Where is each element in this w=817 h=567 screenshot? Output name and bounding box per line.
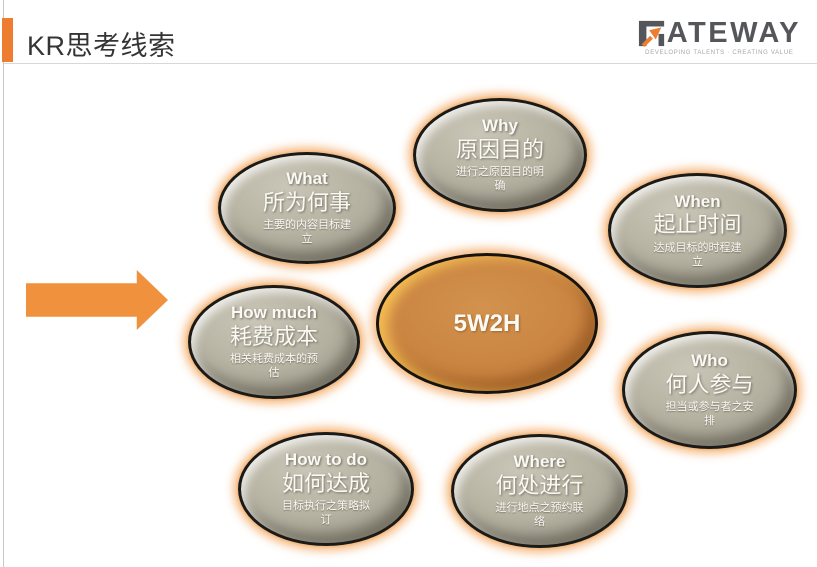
bubble-subtitle: 如何达成 [281, 470, 370, 496]
gateway-wordmark: ATEWAY [638, 17, 801, 49]
bubble-what: What 所为何事 主要的内容目标建立 [218, 152, 396, 264]
bubble-description: 达成目标的时程建立 [653, 241, 742, 268]
bubble-title: How much [231, 303, 317, 323]
bubble-subtitle: 原因目的 [455, 136, 544, 162]
bubble-subtitle: 何人参与 [665, 371, 754, 397]
bubble-description: 主要的内容目标建立 [263, 219, 351, 246]
bubble-subtitle: 耗费成本 [229, 323, 318, 349]
gateway-wordmark-text: ATEWAY [666, 17, 801, 49]
slide-left-edge-line [3, 0, 4, 567]
header-divider [4, 63, 817, 64]
bubble-title: What [286, 169, 328, 189]
bubble-description: 进行地点之预约联络 [495, 502, 584, 529]
gateway-g-arrow-icon [638, 20, 664, 47]
bubble-when: When 起止时间 达成目标的时程建立 [608, 173, 787, 288]
bubble-description: 目标执行之策略拟订 [282, 500, 370, 527]
center-label: 5W2H [453, 309, 521, 337]
bubble-subtitle: 所为何事 [262, 189, 351, 215]
bubble-how-much: How much 耗费成本 相关耗费成本的预估 [188, 285, 360, 399]
right-arrow [26, 270, 168, 330]
bubble-subtitle: 何处进行 [495, 472, 584, 498]
bubble-description: 进行之原因目的明确 [456, 166, 544, 193]
bubble-how-to-do: How to do 如何达成 目标执行之策略拟订 [238, 432, 414, 546]
page-title: KR思考线索 [27, 31, 176, 61]
bubble-title: Where [513, 452, 566, 472]
title-accent-bar [2, 18, 13, 62]
center-bubble-5w2h: 5W2H [376, 253, 598, 394]
gateway-tagline: DEVELOPING TALENTS · CREATING VALUE [645, 50, 794, 56]
bubble-title: When [674, 191, 721, 211]
bubble-why: Why 原因目的 进行之原因目的明确 [413, 98, 587, 212]
bubble-title: Who [691, 351, 728, 371]
bubble-description: 相关耗费成本的预估 [230, 353, 318, 380]
bubble-who: Who 何人参与 担当或参与者之安排 [622, 331, 797, 449]
bubble-title: Why [482, 116, 518, 136]
bubble-title: How to do [284, 450, 368, 470]
gateway-logo: ATEWAY DEVELOPING TALENTS · CREATING VAL… [638, 19, 801, 56]
bubble-description: 担当或参与者之安排 [665, 401, 754, 428]
bubble-subtitle: 起止时间 [653, 212, 742, 238]
bubble-where: Where 何处进行 进行地点之预约联络 [451, 434, 628, 548]
